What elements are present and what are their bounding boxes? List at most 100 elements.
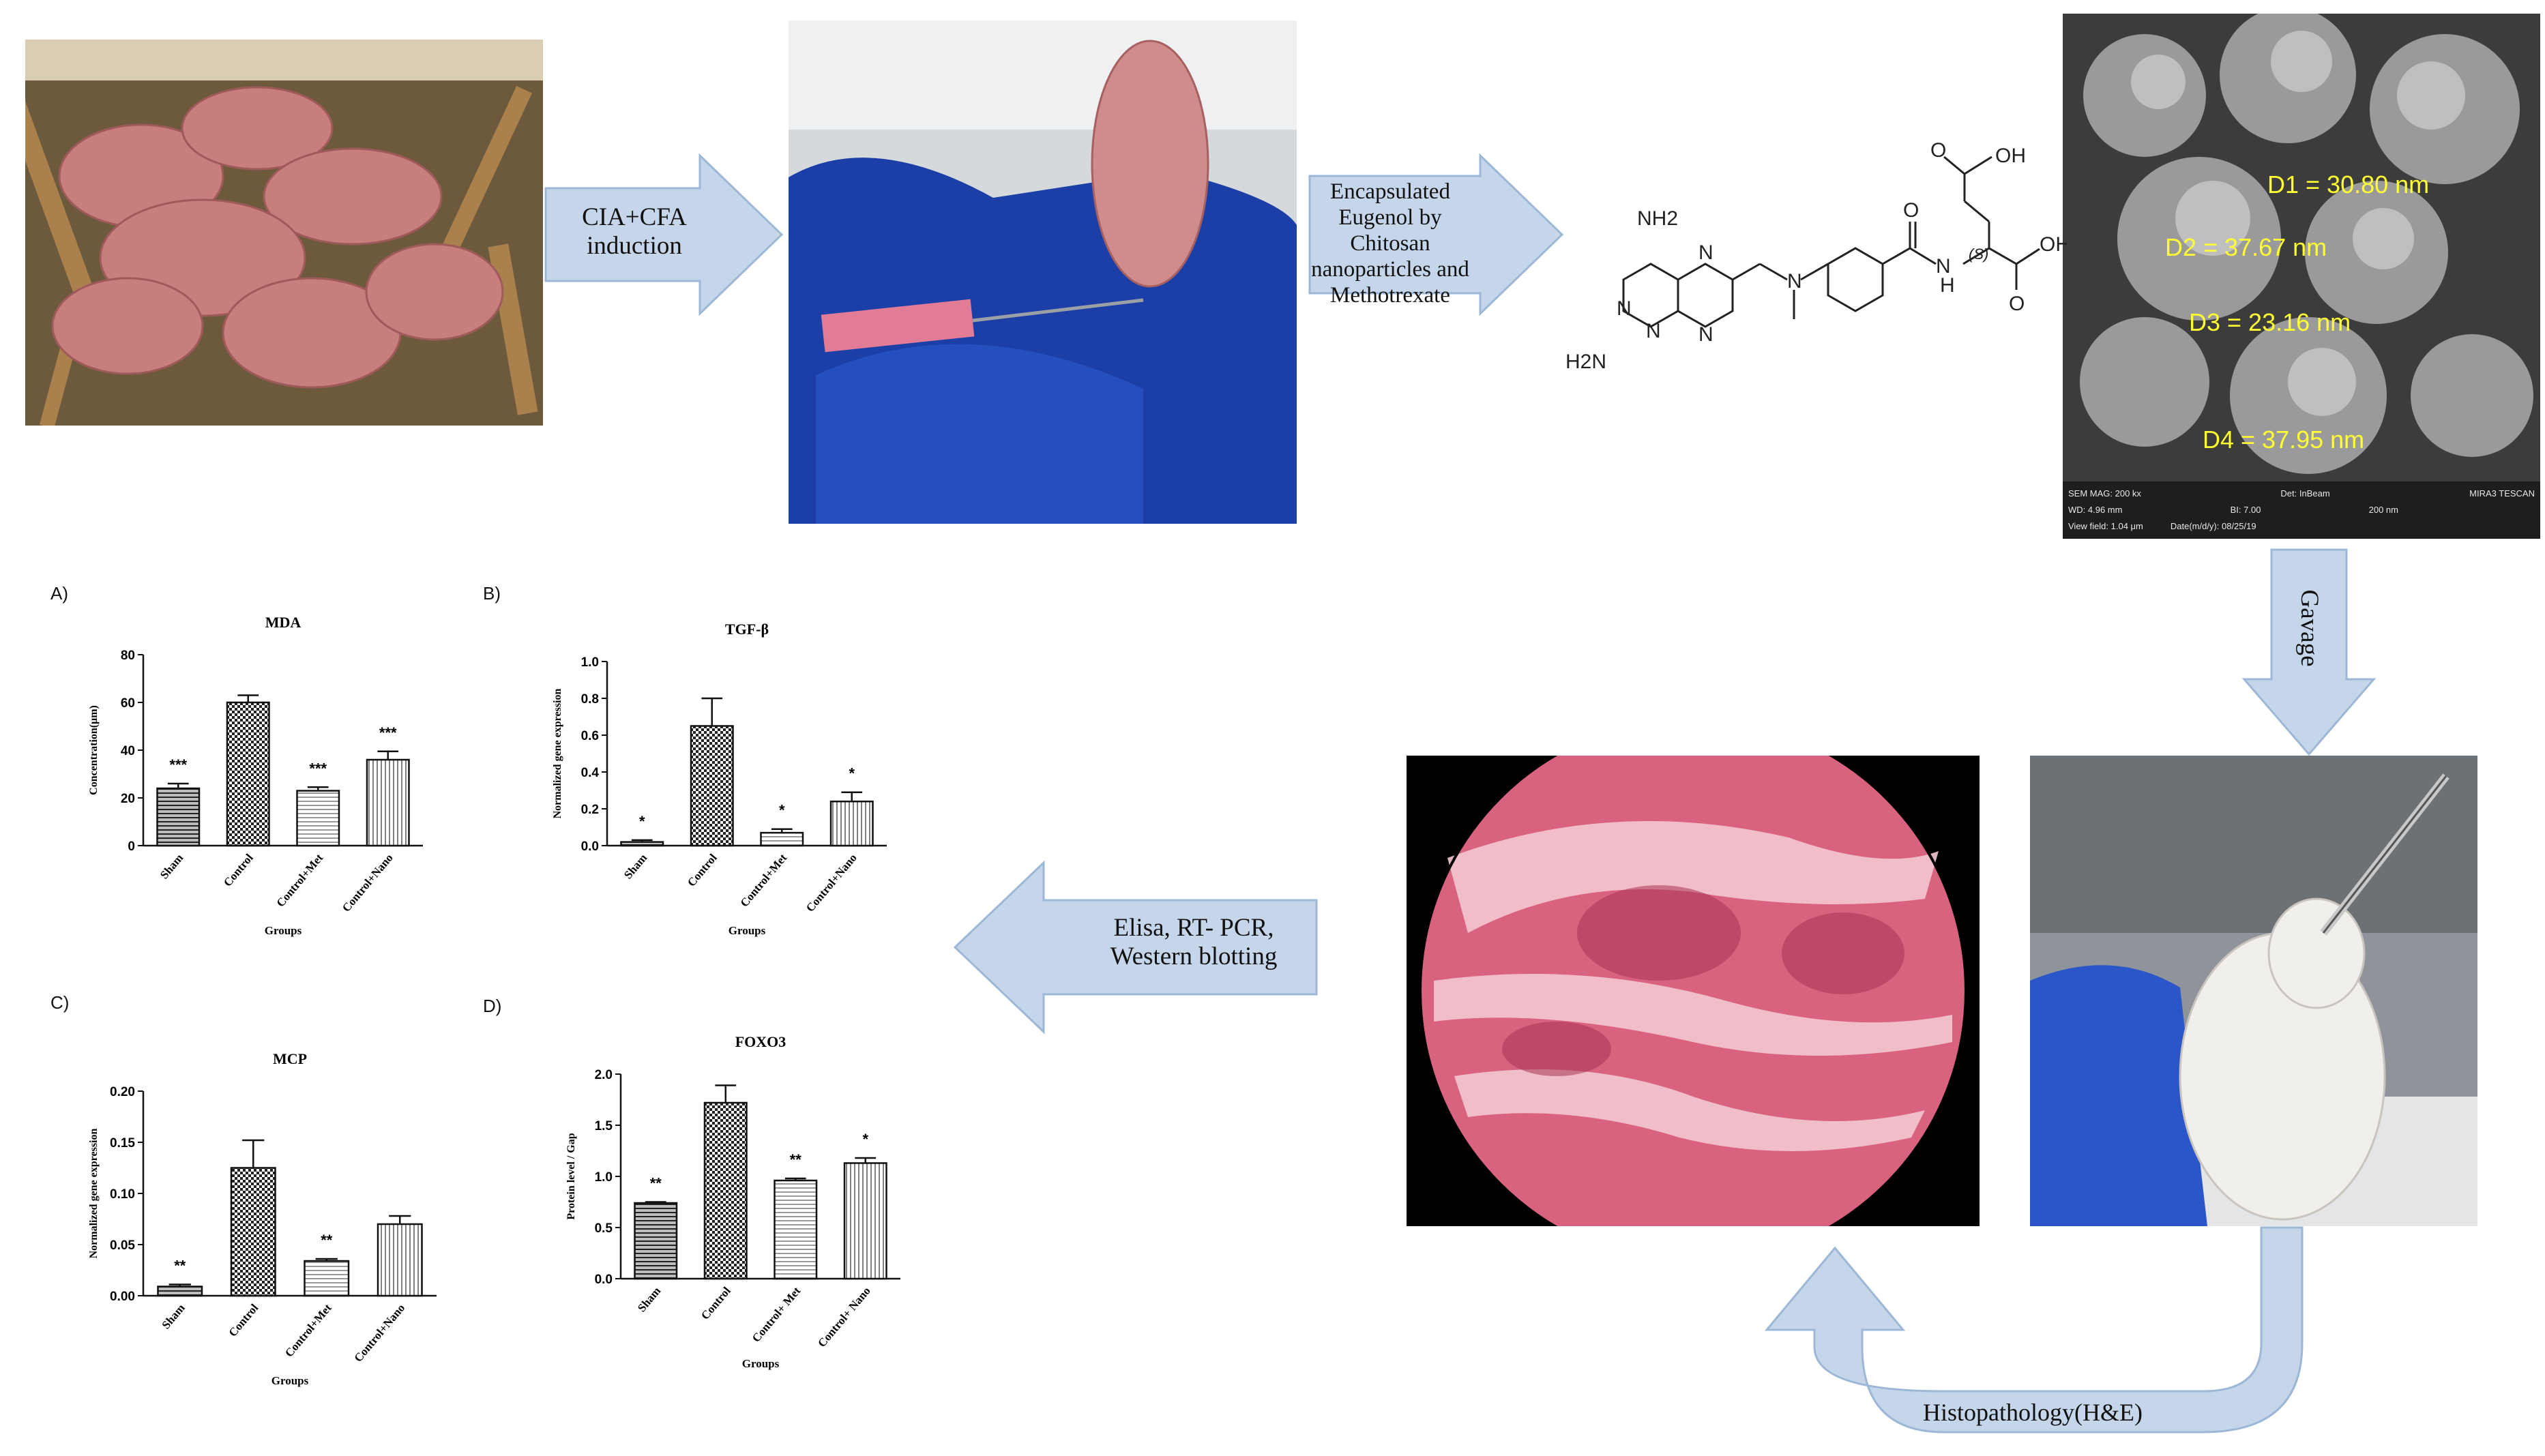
x-tick-label: Control+Met xyxy=(274,851,326,909)
sem-info-wd: WD: 4.96 mm xyxy=(2068,505,2123,515)
mol-label-oh2: OH xyxy=(2040,233,2067,256)
mol-label-n5: N xyxy=(1787,270,1802,293)
sem-info-bar: SEM MAG: 200 kx Det: InBeam MIRA3 TESCAN… xyxy=(2068,486,2535,535)
y-tick-label: 0.20 xyxy=(110,1085,135,1099)
x-tick-label: Sham xyxy=(160,1301,188,1331)
y-tick-label: 0.05 xyxy=(110,1238,135,1253)
arrow-assays xyxy=(953,860,1318,1035)
bar xyxy=(690,725,734,847)
mol-label-stereo: (S) xyxy=(1969,246,1988,263)
sem-image: D1 = 30.80 nm D2 = 37.67 nm D3 = 23.16 n… xyxy=(2063,14,2540,539)
y-tick-label: 1.0 xyxy=(581,655,599,670)
y-tick-label: 40 xyxy=(121,744,135,758)
bar xyxy=(296,790,340,847)
x-tick-label: Control+Nano xyxy=(340,851,396,914)
chart-title: MCP xyxy=(273,1050,307,1067)
arrow-induction xyxy=(544,153,784,316)
histology-micrograph xyxy=(1407,756,1980,1226)
y-tick-label: 0.00 xyxy=(110,1290,135,1304)
x-tick-label: Control+Met xyxy=(738,851,790,909)
bar xyxy=(829,800,874,847)
bar xyxy=(703,1101,748,1280)
flow-step2-label: Encapsulated Eugenol by Chitosan nanopar… xyxy=(1311,179,1469,308)
panel-b-label: B) xyxy=(483,583,501,604)
x-axis-label: Groups xyxy=(742,1357,780,1370)
bar xyxy=(156,787,201,847)
y-tick-label: 0.5 xyxy=(595,1221,613,1236)
chart-title: MDA xyxy=(265,614,301,631)
flow-step4-label: Histopathology(H&E) xyxy=(1923,1399,2143,1426)
x-axis-label: Groups xyxy=(271,1374,309,1387)
arrow-treatment xyxy=(1308,153,1564,316)
x-tick-label: Control+Met xyxy=(282,1301,334,1359)
x-tick-label: Control xyxy=(226,1301,261,1339)
bar xyxy=(634,1202,678,1280)
mol-label-nh2: NH2 xyxy=(1637,207,1678,230)
mol-label-n1: N xyxy=(1617,297,1632,320)
sem-measurement-d1: D1 = 30.80 nm xyxy=(2267,170,2430,198)
significance-marker: ** xyxy=(790,1151,802,1168)
sem-measurement-d3: D3 = 23.16 nm xyxy=(2189,308,2351,336)
y-tick-label: 0.0 xyxy=(595,1273,613,1287)
mol-label-n6: N xyxy=(1936,255,1951,278)
sem-measurement-d4: D4 = 37.95 nm xyxy=(2203,426,2365,454)
x-tick-label: Sham xyxy=(158,851,186,881)
significance-marker: * xyxy=(849,765,855,782)
y-tick-label: 0.15 xyxy=(110,1136,135,1150)
bar xyxy=(157,1286,203,1297)
sem-info-brand: MIRA3 TESCAN xyxy=(2469,488,2535,499)
y-tick-label: 0.2 xyxy=(581,803,599,817)
injection-photo xyxy=(789,20,1297,524)
x-axis-label: Groups xyxy=(265,924,302,937)
bar xyxy=(366,758,410,847)
y-axis-label: Normalized gene expression xyxy=(552,689,563,819)
y-axis-label: Protein level / Gap xyxy=(565,1133,577,1219)
x-tick-label: Control+Nano xyxy=(351,1301,407,1364)
mol-label-o1: O xyxy=(1903,199,1919,222)
x-tick-label: Control+Nano xyxy=(804,851,859,914)
panel-a-label: A) xyxy=(50,583,68,604)
significance-marker: *** xyxy=(379,724,397,741)
x-tick-label: Control+ Nano xyxy=(815,1284,873,1350)
y-tick-label: 2.0 xyxy=(595,1068,613,1082)
significance-marker: * xyxy=(639,813,645,830)
sem-info-mag: SEM MAG: 200 kx xyxy=(2068,488,2141,499)
y-tick-label: 60 xyxy=(121,696,135,711)
y-tick-label: 80 xyxy=(121,649,135,663)
y-tick-label: 1.0 xyxy=(595,1170,613,1185)
bar xyxy=(620,841,664,847)
mol-label-h: H xyxy=(1940,274,1955,297)
panel-c-label: C) xyxy=(50,992,70,1013)
bar xyxy=(304,1260,350,1297)
x-tick-label: Control xyxy=(685,851,720,889)
arrow-gavage xyxy=(2241,548,2377,756)
significance-marker: ** xyxy=(321,1232,333,1249)
x-tick-label: Control+ Met xyxy=(750,1284,804,1345)
sem-info-viewfield: View field: 1.04 μm xyxy=(2068,521,2143,531)
significance-marker: * xyxy=(779,802,785,819)
gavage-photo xyxy=(2030,756,2477,1226)
significance-marker: * xyxy=(862,1131,868,1148)
mol-label-n4: N xyxy=(1698,323,1713,346)
y-tick-label: 0.4 xyxy=(581,766,600,780)
y-axis-label: Concentration(μm) xyxy=(88,705,100,795)
sem-info-scale: 200 nm xyxy=(2368,505,2398,515)
mol-label-n2: N xyxy=(1646,320,1661,342)
mol-label-h2n: H2N xyxy=(1565,351,1606,373)
methotrexate-structure: NH2 H2N N N N N N O N H (S) O OH O OH xyxy=(1562,136,2067,389)
y-tick-label: 0 xyxy=(128,840,135,854)
mol-label-o3: O xyxy=(2009,293,2025,315)
panel-d-label: D) xyxy=(483,996,502,1016)
y-tick-label: 0.0 xyxy=(581,840,599,854)
y-tick-label: 0.8 xyxy=(581,692,599,707)
y-tick-label: 20 xyxy=(121,792,135,806)
flow-step5-label: Elisa, RT- PCR, Western blotting xyxy=(1110,914,1278,970)
x-axis-label: Groups xyxy=(729,924,766,937)
y-axis-label: Normalized gene expression xyxy=(88,1129,100,1259)
newborn-rats-photo xyxy=(25,40,543,426)
bar xyxy=(377,1223,423,1297)
